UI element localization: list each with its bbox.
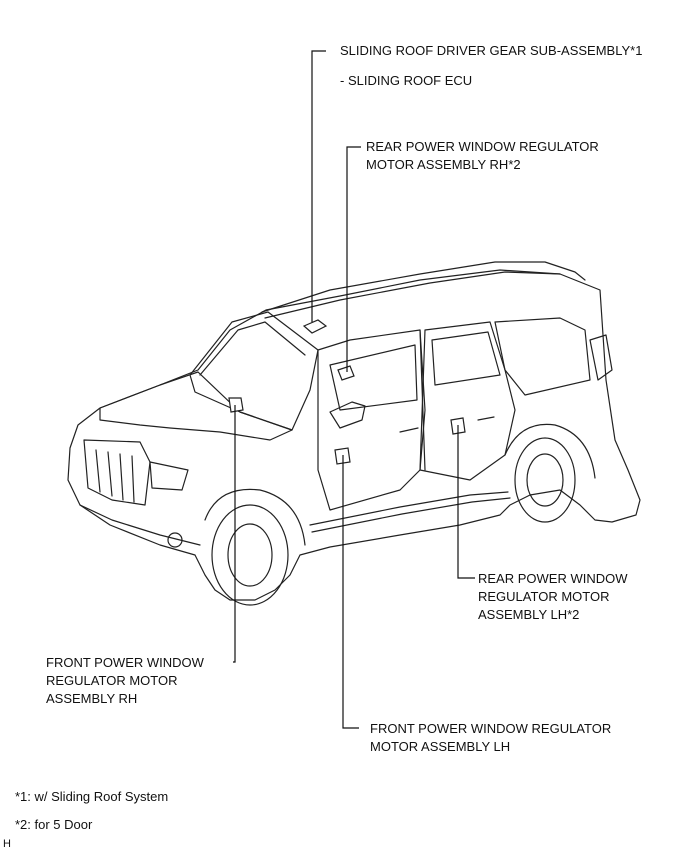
leader-front-rh xyxy=(233,405,236,663)
callout-rear-rh-line2: MOTOR ASSEMBLY RH*2 xyxy=(366,157,521,172)
sliding-roof-gear-marker xyxy=(302,319,328,334)
callout-front-rh-line1: FRONT POWER WINDOW xyxy=(46,655,204,670)
windshield xyxy=(189,311,319,431)
grille xyxy=(83,439,151,506)
callout-front-rh-line3: ASSEMBLY RH xyxy=(46,691,138,706)
side-mirror xyxy=(329,401,366,429)
leader-rear-lh xyxy=(457,425,475,579)
footnote-1: *1: w/ Sliding Roof System xyxy=(15,789,169,804)
callout-front-lh-line1: FRONT POWER WINDOW REGULATOR xyxy=(370,721,612,736)
hood xyxy=(99,371,293,441)
front-wheel xyxy=(211,504,289,606)
callout-rear-rh-line1: REAR POWER WINDOW REGULATOR xyxy=(366,139,599,154)
rear-door xyxy=(419,321,516,481)
front-rh-motor-marker xyxy=(228,397,244,413)
corner-mark: H xyxy=(3,838,11,850)
rear-wheel xyxy=(514,437,576,523)
callout-front-rh-line2: REGULATOR MOTOR xyxy=(46,673,178,688)
callout-sliding-roof-gear: SLIDING ROOF DRIVER GEAR SUB-ASSEMBLY*1 xyxy=(340,43,643,58)
leader-front-lh xyxy=(342,455,359,729)
callout-rear-lh-line2: REGULATOR MOTOR xyxy=(478,589,610,604)
leader-sliding-roof xyxy=(311,50,326,322)
quarter-window xyxy=(494,317,591,396)
callout-rear-lh-line1: REAR POWER WINDOW xyxy=(478,571,628,586)
callout-front-lh-line2: MOTOR ASSEMBLY LH xyxy=(370,739,511,754)
vehicle-body-outline xyxy=(67,269,641,601)
front-door xyxy=(317,329,426,511)
rear-rh-motor-marker xyxy=(337,365,355,381)
roof-rack xyxy=(261,261,586,313)
callout-rear-lh-line3: ASSEMBLY LH*2 xyxy=(478,607,580,622)
running-board xyxy=(309,491,509,526)
headlamp xyxy=(149,461,189,491)
callout-sliding-roof-ecu: - SLIDING ROOF ECU xyxy=(340,73,473,88)
footnote-2: *2: for 5 Door xyxy=(15,817,93,832)
tail-lamp xyxy=(589,334,613,381)
leader-rear-rh xyxy=(346,146,361,372)
